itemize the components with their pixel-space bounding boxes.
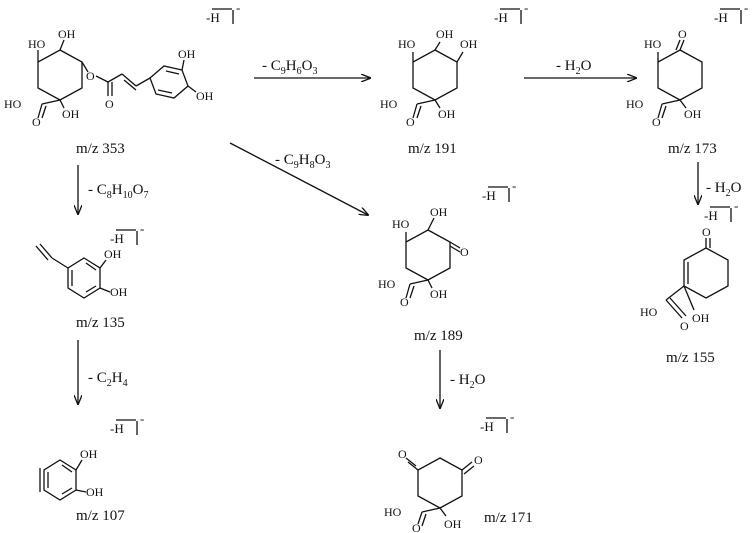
structure-135: OH OH xyxy=(35,243,128,299)
svg-text:-: - xyxy=(510,409,514,424)
loss-label-to191: - C9H6O3 xyxy=(262,58,317,77)
structure-353: HO OH O O OH OH HO O OH xyxy=(4,27,214,129)
mz-135: m/z 135 xyxy=(76,315,125,331)
atom-o-ester: O xyxy=(86,69,95,83)
svg-text:-H: -H xyxy=(480,419,494,434)
svg-text:O: O xyxy=(680,319,689,333)
structure-173: HO O HO O OH xyxy=(626,27,703,129)
svg-text:OH: OH xyxy=(80,447,98,461)
svg-text:HO: HO xyxy=(640,305,658,319)
atom-o-353cooh: O xyxy=(32,115,41,129)
svg-text:OH: OH xyxy=(86,485,104,499)
mz-189: m/z 189 xyxy=(414,328,463,344)
svg-text:OH: OH xyxy=(110,285,128,299)
structure-107: OH OH xyxy=(39,447,104,501)
svg-text:HO: HO xyxy=(626,97,644,111)
mz-107: m/z 107 xyxy=(76,508,125,524)
svg-text:OH: OH xyxy=(460,37,478,51)
svg-text:-: - xyxy=(236,0,240,15)
mz-191: m/z 191 xyxy=(408,141,457,157)
ion-label-171: -H - xyxy=(480,409,514,434)
svg-text:OH: OH xyxy=(692,311,710,325)
ion-label-107: -H - xyxy=(110,411,144,436)
svg-text:HO: HO xyxy=(392,217,410,231)
svg-text:HO: HO xyxy=(644,37,662,51)
mz-155: m/z 155 xyxy=(666,350,715,366)
svg-text:OH: OH xyxy=(430,287,448,301)
svg-text:HO: HO xyxy=(384,505,402,519)
svg-text:-H: -H xyxy=(494,10,508,25)
atom-oh-353d: OH xyxy=(196,89,214,103)
svg-text:-H: -H xyxy=(110,421,124,436)
atom-oh-353b: OH xyxy=(58,27,76,41)
svg-text:HO: HO xyxy=(380,97,398,111)
ion-label-353: -H - xyxy=(206,0,240,25)
svg-text:-H: -H xyxy=(482,188,496,203)
svg-text:-: - xyxy=(140,221,144,236)
structure-191: HO OH OH HO O OH xyxy=(380,27,478,129)
svg-text:HO: HO xyxy=(378,277,396,291)
svg-text:OH: OH xyxy=(684,107,702,121)
svg-text:O: O xyxy=(398,447,407,461)
atom-oh-353e: OH xyxy=(62,107,80,121)
svg-text:-: - xyxy=(140,411,144,426)
loss-label-to171: - H2O xyxy=(450,372,486,391)
svg-text:OH: OH xyxy=(430,205,448,219)
atom-ho-353: HO xyxy=(4,97,22,111)
ion-label-155: -H - xyxy=(704,198,738,223)
svg-text:-H: -H xyxy=(704,208,718,223)
atom-o-carbonyl: O xyxy=(105,97,114,111)
mz-353: m/z 353 xyxy=(76,141,125,157)
svg-text:OH: OH xyxy=(438,107,456,121)
svg-text:OH: OH xyxy=(444,517,462,531)
svg-text:O: O xyxy=(474,453,483,467)
ion-label-135: -H - xyxy=(110,221,144,246)
svg-text:O: O xyxy=(678,27,687,41)
structure-155: O HO O OH xyxy=(640,225,729,333)
svg-text:-: - xyxy=(744,0,748,15)
ion-label-173: -H - xyxy=(714,0,748,25)
mz-173: m/z 173 xyxy=(668,141,717,157)
svg-text:O: O xyxy=(406,115,415,129)
ion-label-191: -H - xyxy=(494,0,528,25)
mz-171: m/z 171 xyxy=(484,510,533,526)
loss-label-to155: - H2O xyxy=(706,180,742,199)
svg-text:OH: OH xyxy=(436,27,454,41)
structure-189: HO OH O HO O OH xyxy=(378,205,469,309)
arrow-353-to-189 xyxy=(229,142,368,215)
loss-label-to189: - C9H8O3 xyxy=(275,152,330,171)
loss-label-to135: - C8H10O7 xyxy=(88,182,148,201)
svg-text:-H: -H xyxy=(714,10,728,25)
svg-text:-H: -H xyxy=(110,231,124,246)
svg-text:-: - xyxy=(512,178,516,193)
structure-171: O O HO O OH xyxy=(384,447,483,533)
atom-oh-353c: OH xyxy=(178,47,196,61)
ion-label-189: -H - xyxy=(482,178,516,203)
svg-text:OH: OH xyxy=(104,247,122,261)
svg-text:HO: HO xyxy=(398,37,416,51)
svg-text:O: O xyxy=(400,295,409,309)
svg-text:O: O xyxy=(412,521,421,533)
loss-label-to173: - H2O xyxy=(556,58,592,77)
svg-text:-: - xyxy=(524,0,528,15)
svg-text:O: O xyxy=(702,225,711,239)
loss-label-to107: - C2H4 xyxy=(88,370,128,389)
atom-oh-353a: HO xyxy=(28,37,46,51)
svg-text:O: O xyxy=(652,115,661,129)
svg-text:O: O xyxy=(460,245,469,259)
svg-text:-H: -H xyxy=(206,10,220,25)
svg-text:-: - xyxy=(734,198,738,213)
